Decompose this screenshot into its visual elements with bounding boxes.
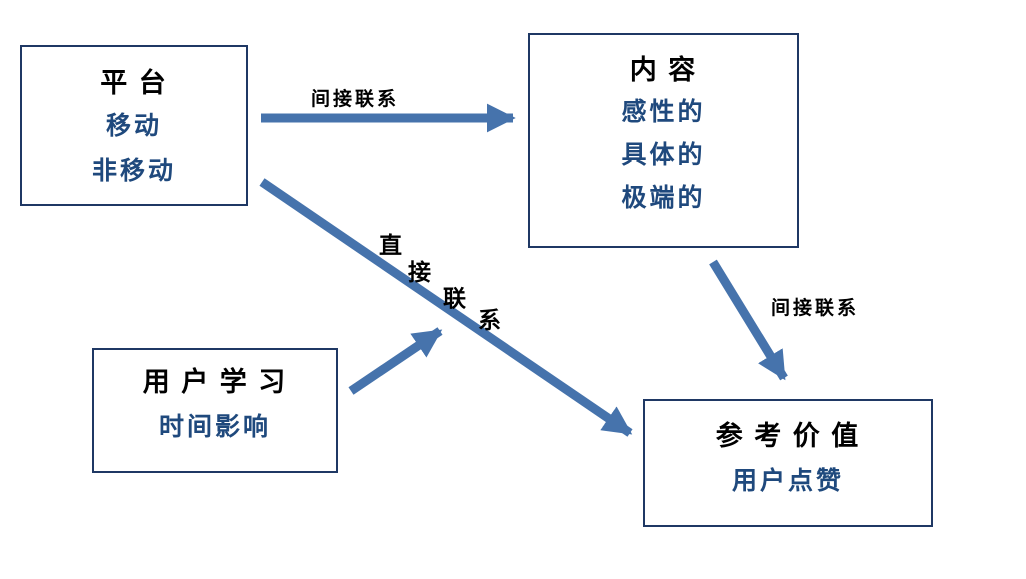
node-content-item: 具体的 bbox=[621, 141, 706, 169]
node-platform-item: 移动 bbox=[105, 112, 162, 140]
edge-label-direct-char: 联 bbox=[443, 285, 466, 311]
node-content-item: 感性的 bbox=[621, 98, 706, 126]
node-reference-value-title: 参 考 价 值 bbox=[715, 421, 861, 451]
node-reference-value: 参 考 价 值 用户点赞 bbox=[643, 399, 933, 527]
node-platform-title: 平 台 bbox=[100, 68, 168, 98]
edge-label-indirect-right: 间接联系 bbox=[771, 298, 860, 319]
node-user-learning-title: 用 户 学 习 bbox=[142, 367, 288, 397]
edge-label-direct-char: 接 bbox=[408, 259, 431, 285]
arrow-user-learning-to-direct-link bbox=[348, 327, 443, 395]
node-content-item: 极端的 bbox=[621, 184, 706, 212]
node-reference-value-item: 用户点赞 bbox=[731, 467, 844, 495]
node-user-learning: 用 户 学 习 时间影响 bbox=[92, 348, 338, 473]
edge-label-indirect-top: 间接联系 bbox=[311, 89, 400, 110]
arrow-platform-to-reference-value bbox=[259, 178, 633, 437]
node-user-learning-item: 时间影响 bbox=[158, 413, 271, 441]
node-content-title: 内 容 bbox=[629, 55, 698, 85]
edge-label-direct-char: 系 bbox=[478, 307, 501, 333]
edge-label-direct-char: 直 bbox=[379, 232, 402, 258]
node-platform-item: 非移动 bbox=[91, 157, 176, 185]
node-content: 内 容 感性的 具体的 极端的 bbox=[528, 33, 799, 248]
arrow-content-to-reference-value bbox=[709, 259, 788, 381]
node-platform: 平 台 移动 非移动 bbox=[20, 45, 248, 206]
